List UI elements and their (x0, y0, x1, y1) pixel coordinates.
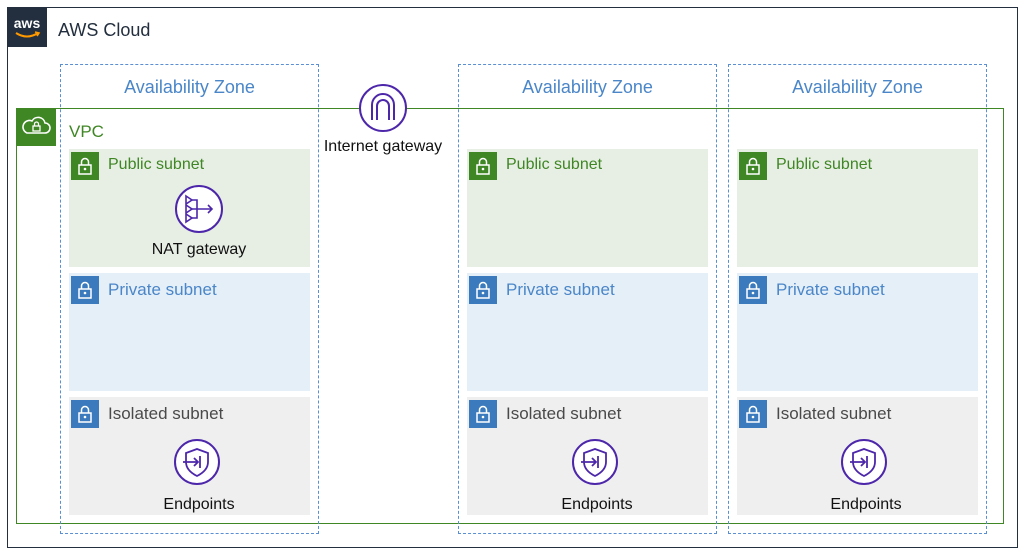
vpc-cloud-icon (16, 108, 56, 146)
public-subnet-3-lock-icon (739, 152, 767, 180)
vpc-title: VPC (69, 122, 104, 141)
public-subnet-1-lock-icon (71, 152, 99, 180)
private-subnet-2 (467, 273, 708, 391)
nat-gateway-label: NAT gateway (151, 241, 247, 258)
public-subnet-2 (467, 149, 708, 267)
internet-gateway-label: Internet gateway (323, 138, 443, 155)
aws-cloud-group (7, 7, 1018, 548)
public-subnet-2-label: Public subnet (506, 156, 603, 173)
isolated-subnet-3-lock-icon (739, 400, 767, 428)
availability-zone-3-title: Availability Zone (792, 77, 923, 97)
isolated-subnet-1-label: Isolated subnet (108, 404, 224, 423)
private-subnet-3-label: Private subnet (776, 280, 885, 299)
endpoints-2-label: Endpoints (561, 496, 633, 513)
aws-logo-text: aws (14, 15, 41, 31)
public-subnet-3-label: Public subnet (776, 156, 873, 173)
private-subnet-1 (69, 273, 310, 391)
private-subnet-1-lock-icon (71, 276, 99, 304)
private-subnet-2-label: Private subnet (506, 280, 615, 299)
availability-zone-3 (728, 64, 987, 534)
internet-gateway-icon (358, 83, 408, 133)
public-subnet-2-lock-icon (469, 152, 497, 180)
availability-zone-1-title: Availability Zone (124, 77, 255, 97)
availability-zone-2-title: Availability Zone (522, 77, 653, 97)
private-subnet-1-label: Private subnet (108, 280, 217, 299)
endpoints-1-label: Endpoints (163, 496, 235, 513)
vpc-group (16, 108, 1004, 524)
endpoints-3-icon (840, 438, 888, 486)
isolated-subnet-2-lock-icon (469, 400, 497, 428)
endpoints-2-icon (571, 438, 619, 486)
availability-zone-1 (60, 64, 319, 534)
private-subnet-3 (737, 273, 978, 391)
private-subnet-3-lock-icon (739, 276, 767, 304)
endpoints-1-icon (173, 438, 221, 486)
availability-zone-2 (458, 64, 717, 534)
nat-gateway-icon (174, 184, 224, 234)
isolated-subnet-1-lock-icon (71, 400, 99, 428)
private-subnet-2-lock-icon (469, 276, 497, 304)
aws-cloud-title: AWS Cloud (58, 20, 151, 40)
isolated-subnet-2-label: Isolated subnet (506, 404, 622, 423)
public-subnet-3 (737, 149, 978, 267)
endpoints-3-label: Endpoints (830, 496, 902, 513)
aws-logo-icon: aws (7, 7, 47, 47)
public-subnet-1-label: Public subnet (108, 156, 205, 173)
isolated-subnet-3-label: Isolated subnet (776, 404, 892, 423)
